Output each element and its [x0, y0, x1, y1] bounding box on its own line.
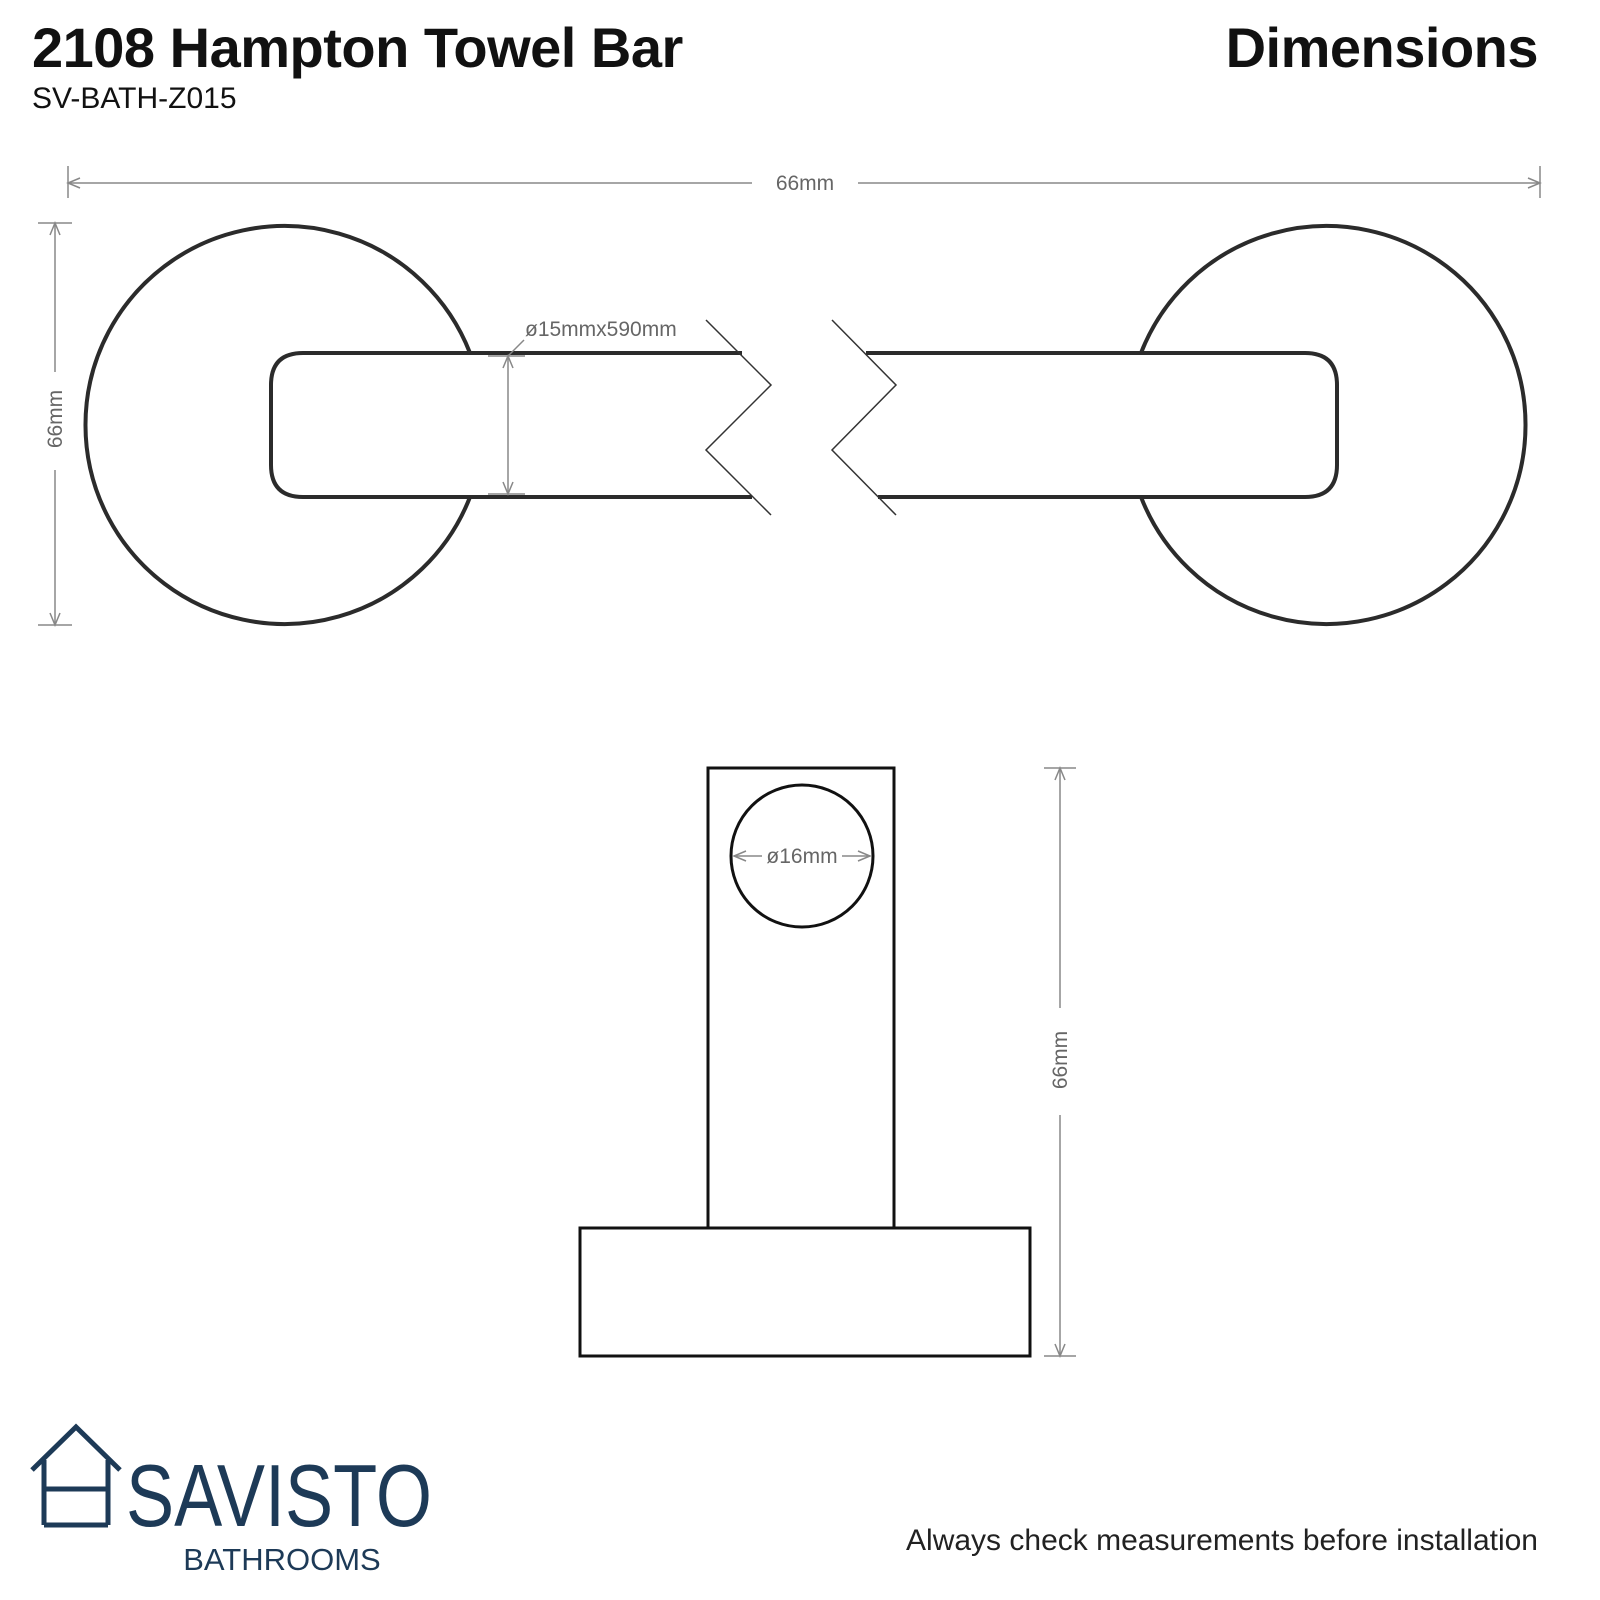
- brand-logo: SAVISTO BATHROOMS: [30, 1423, 432, 1577]
- page-title: 2108 Hampton Towel Bar: [32, 16, 683, 79]
- width-dimension-label: 66mm: [776, 172, 834, 195]
- height-dimension-label: 66mm: [44, 390, 67, 448]
- bar-diameter-dimension: [488, 339, 525, 496]
- bore-dimension: [732, 850, 872, 862]
- height-dimension: [38, 221, 72, 627]
- bar-right-segment: [866, 351, 1339, 499]
- left-rose: [83, 224, 472, 626]
- bore-circle: [729, 783, 875, 929]
- width-dimension: [66, 166, 1542, 198]
- brand-name: SAVISTO: [126, 1446, 432, 1545]
- section-heading: Dimensions: [1225, 16, 1539, 79]
- side-view: ø16mm 66mm: [578, 766, 1076, 1358]
- disclaimer-note: Always check measurements before install…: [906, 1524, 1538, 1557]
- house-icon: [30, 1423, 122, 1528]
- base-plate: [578, 1226, 1032, 1358]
- product-sku: SV-BATH-Z015: [32, 82, 237, 115]
- post-body: [706, 766, 896, 1230]
- depth-dimension: [1044, 766, 1076, 1358]
- bar-diameter-label: ø15mmx590mm: [525, 318, 677, 341]
- brand-tagline: BATHROOMS: [183, 1542, 381, 1577]
- bore-diameter-label: ø16mm: [766, 845, 837, 868]
- depth-dimension-label: 66mm: [1049, 1031, 1072, 1089]
- bar-left-segment: [269, 351, 752, 499]
- front-view: 66mm 66mm: [38, 166, 1542, 627]
- right-rose: [1139, 224, 1528, 626]
- break-marks: [704, 319, 898, 516]
